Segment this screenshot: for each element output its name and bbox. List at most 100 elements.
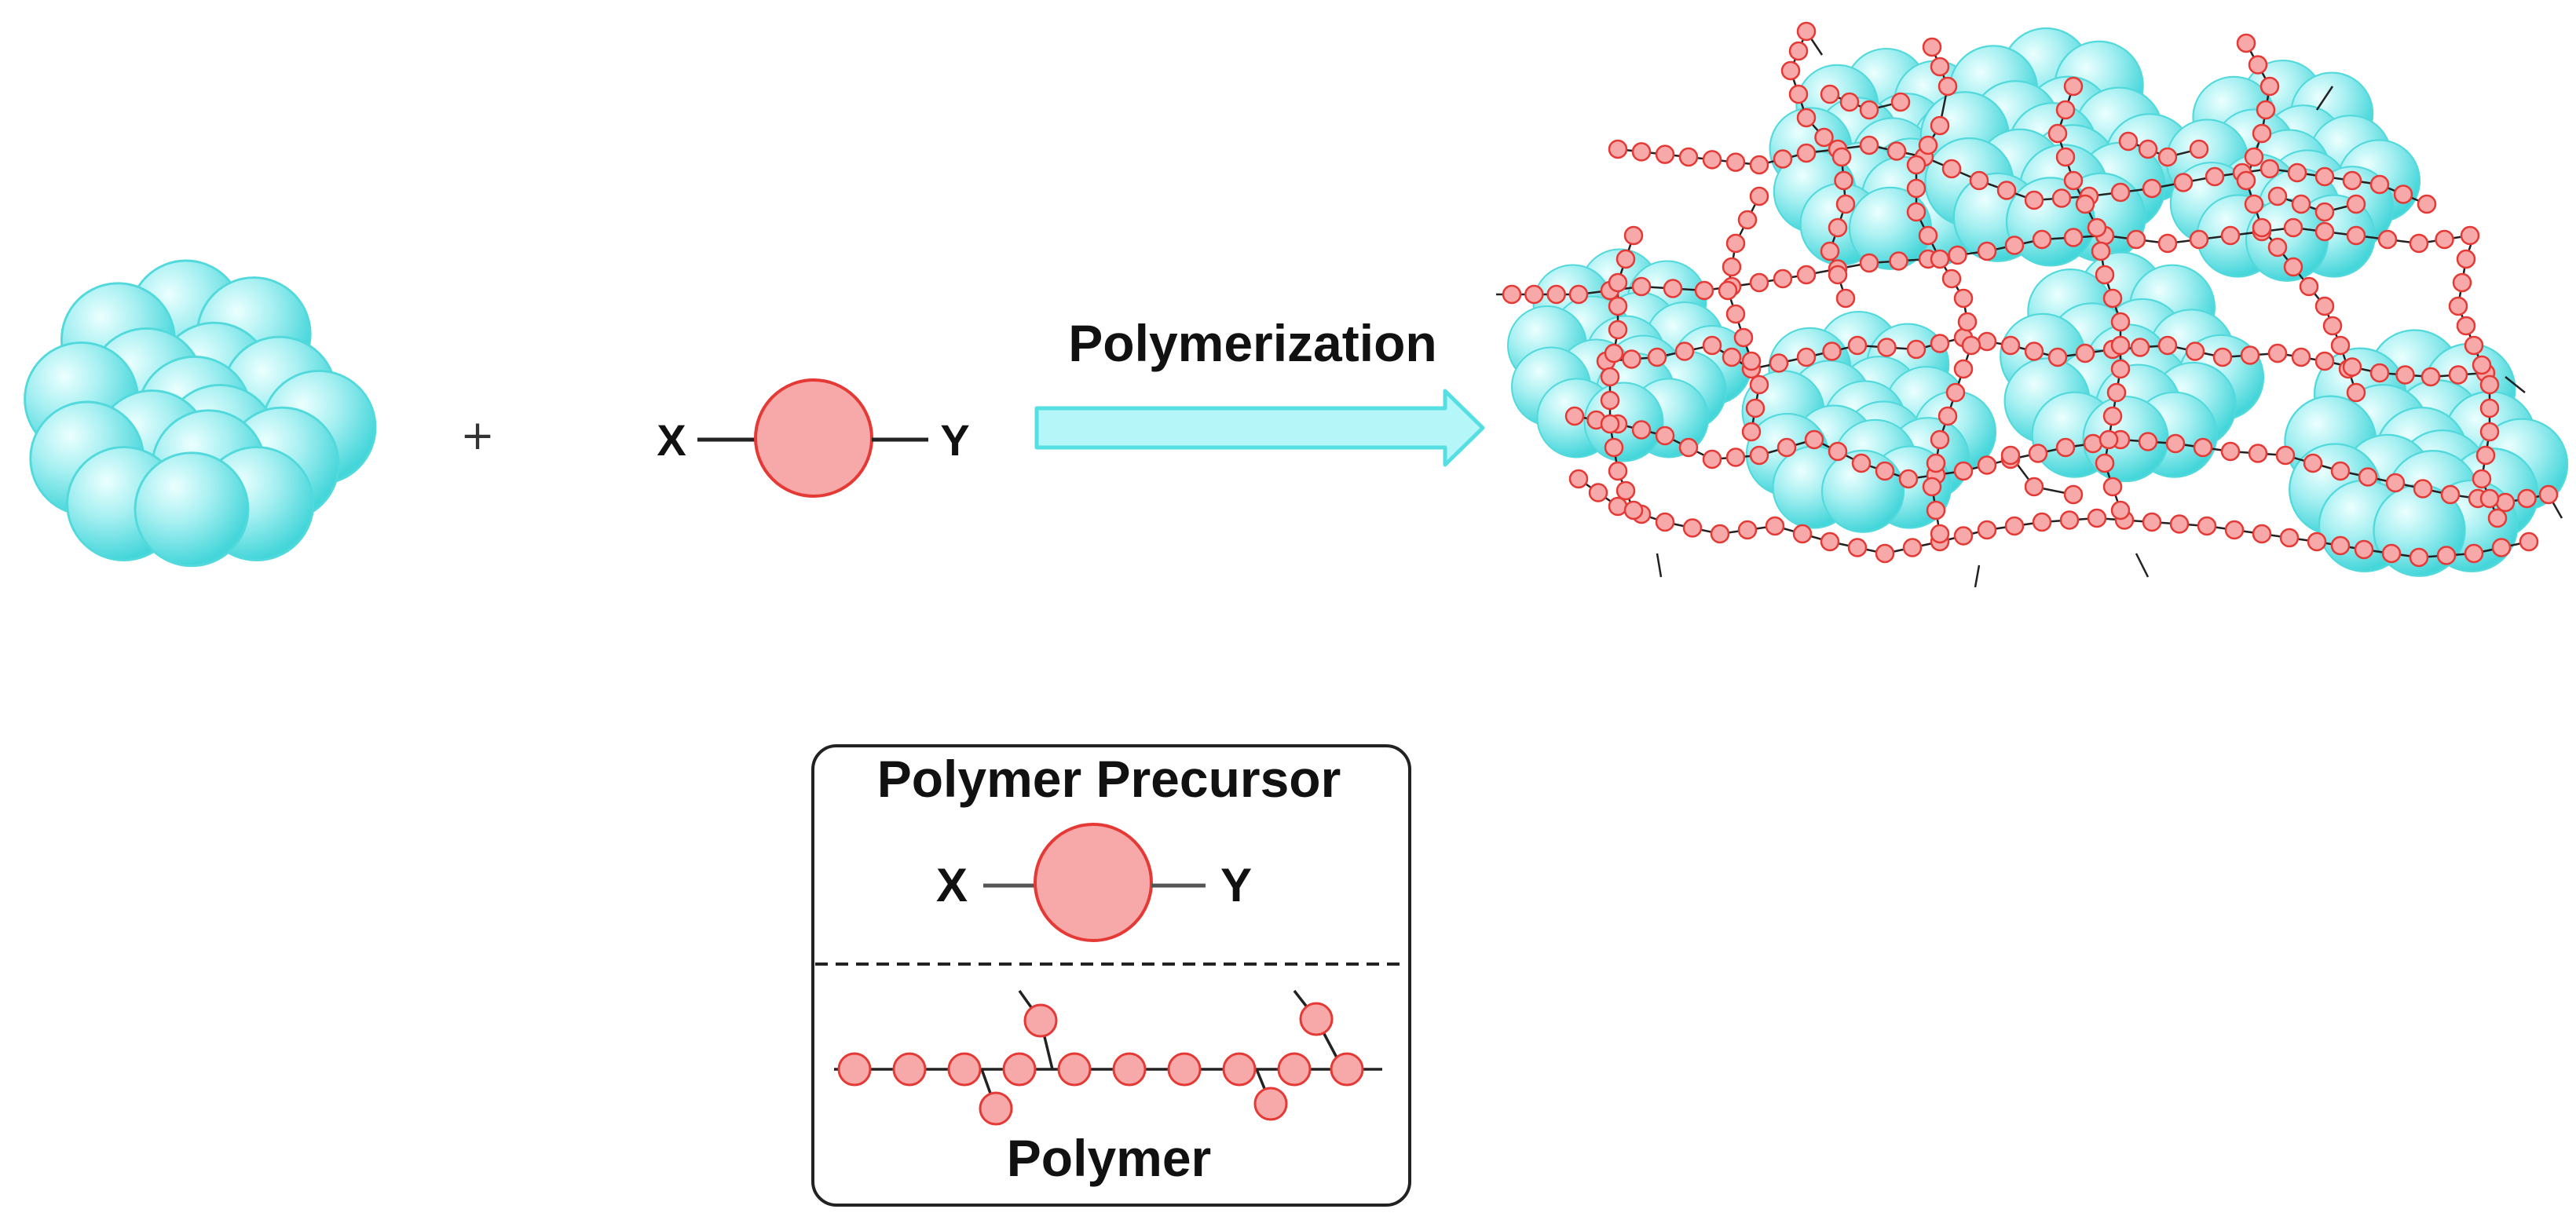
polymer-bead — [2236, 170, 2256, 191]
polymer-bead — [1918, 225, 1938, 246]
polymer-bead — [2248, 55, 2268, 75]
polymer-bead — [1600, 414, 1620, 434]
polymer-bead — [2236, 33, 2256, 53]
polymer-bead — [2240, 345, 2260, 365]
polymer-bead — [2346, 225, 2366, 246]
polymer-bead — [1820, 84, 1840, 104]
polymer-bead — [1796, 108, 1817, 128]
polymer-bead — [1765, 516, 1785, 536]
polymer-bead — [1977, 520, 1997, 540]
polymer-bead — [2047, 123, 2068, 144]
polymer-bead — [2000, 445, 2021, 466]
polymer-bead — [1835, 194, 1856, 214]
polymer-bead — [2024, 477, 2044, 497]
polymer-bead — [1737, 210, 1758, 230]
polymer-bead — [1608, 496, 1628, 517]
legend-chain-bead — [837, 1052, 872, 1087]
legend-chain-bead — [1057, 1052, 1092, 1087]
polymer-bead — [1941, 159, 1962, 179]
polymer-bead — [2314, 166, 2335, 187]
polymer-bead — [2479, 398, 2500, 418]
legend-precursor-x-label: X — [936, 859, 968, 911]
polymer-bond — [2505, 376, 2526, 393]
polymer-bead — [1875, 461, 1895, 481]
polymer-bead — [2259, 159, 2280, 179]
polymer-bead — [1773, 268, 1793, 289]
polymer-bead — [1568, 469, 1589, 489]
polymer-bead — [1851, 453, 1872, 473]
polymer-bead — [1930, 334, 1950, 353]
polymer-bead — [2279, 528, 2300, 548]
polymer-bead — [2102, 288, 2123, 309]
polymer-bead — [2256, 100, 2276, 120]
polymer-bead — [1996, 181, 2017, 200]
polymer-bead — [2314, 221, 2335, 242]
nanoparticle-cluster-group — [2284, 329, 2569, 577]
polymer-bead — [1702, 335, 1722, 356]
polymerization-arrow: Polymerization — [1034, 314, 1485, 467]
polymer-bead — [2106, 382, 2127, 403]
polymer-bead — [1718, 280, 1738, 301]
polymer-bead — [2032, 229, 2052, 250]
polymer-bead — [1702, 449, 1722, 469]
polymer-bead — [2369, 363, 2390, 383]
polymer-bead — [2452, 272, 2472, 293]
polymer-bond — [1656, 553, 1663, 578]
polymer-bead — [1769, 353, 1789, 373]
polymer-bead — [1937, 406, 1958, 426]
polymer-bead — [2095, 453, 2115, 473]
polymer-bead — [1631, 142, 1652, 162]
arrow-label: Polymerization — [1068, 314, 1436, 372]
polymer-bead — [1820, 531, 1840, 552]
polymer-bead — [2435, 229, 2454, 250]
polymer-bead — [1694, 280, 1714, 301]
polymer-bead — [2110, 335, 2131, 356]
polymer-bead — [2330, 535, 2351, 556]
polymer-bond — [1974, 564, 1981, 588]
polymer-bead — [2267, 343, 2288, 363]
polymer-bead — [1890, 92, 1911, 112]
polymer-bead — [1926, 500, 1946, 521]
polymer-bead — [2491, 538, 2512, 557]
polymer-bead — [2138, 139, 2158, 159]
polymer-bead — [1741, 351, 1762, 371]
polymer-bead — [2063, 170, 2084, 191]
polymer-bead — [2291, 194, 2311, 214]
polymer-bead — [2417, 194, 2437, 214]
legend-chain-branch-bead — [1299, 1002, 1334, 1036]
polymer-nanoparticle-composite — [1496, 21, 2569, 588]
polymer-bead — [1831, 147, 1852, 167]
polymer-bead — [2051, 188, 2072, 208]
polymer-bead — [2322, 316, 2343, 336]
polymer-bead — [2173, 173, 2194, 192]
legend-chain-branch-bead — [979, 1091, 1013, 1126]
legend-chain-bead — [892, 1052, 927, 1087]
polymer-bead — [2517, 488, 2537, 509]
nanoparticle-cluster — [24, 259, 377, 568]
polymer-bead — [1725, 304, 1746, 324]
polymer-bead — [1623, 500, 1644, 521]
polymer-bead — [1568, 284, 1589, 305]
polymer-bead — [2464, 335, 2484, 356]
polymer-bead — [2377, 229, 2398, 250]
polymer-bead — [1702, 150, 1722, 170]
polymer-bead — [1725, 233, 1746, 254]
polymer-bead — [2189, 139, 2209, 159]
polymer-bead — [2369, 174, 2390, 195]
polymer-bead — [1945, 382, 1966, 403]
polymer-bead — [2063, 76, 2084, 97]
polymer-bead — [1776, 437, 1797, 458]
polymer-bead — [2004, 236, 2025, 255]
polymer-bead — [2409, 547, 2429, 568]
polymer-bead — [1737, 520, 1758, 540]
polymer-bead — [2354, 539, 2374, 560]
polymer-bead — [2314, 202, 2335, 222]
polymer-bead — [2307, 531, 2327, 552]
polymer-bead — [2110, 359, 2131, 379]
polymer-bead — [1733, 327, 1754, 348]
polymer-bead — [1957, 312, 1978, 332]
polymer-bead — [1828, 217, 1848, 238]
legend-polymer-chain — [834, 989, 1382, 1126]
polymer-bead — [2456, 249, 2476, 269]
polymer-bead — [1623, 225, 1644, 246]
